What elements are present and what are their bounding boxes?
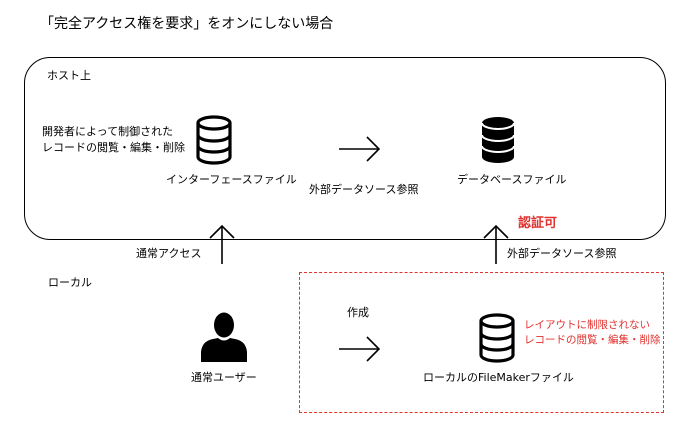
- host-description: 開発者によって制御された レコードの閲覧・編集・削除: [42, 125, 185, 154]
- database-outline-icon: [479, 313, 515, 363]
- auth-badge: 認証可: [518, 216, 558, 231]
- database-outline-icon: [196, 115, 232, 165]
- create-label: 作成: [347, 306, 369, 319]
- user-silhouette-icon: [201, 312, 247, 362]
- arrow-right-icon: [339, 336, 381, 362]
- arrow-up-icon: [483, 224, 509, 264]
- arrow-right-icon: [339, 136, 381, 162]
- unrestricted-access-note: レイアウトに制限されない レコードの閲覧・編集・削除: [524, 319, 661, 346]
- normal-access-label: 通常アクセス: [136, 247, 202, 260]
- host-label: ホスト上: [47, 69, 91, 82]
- external-ref-label-bottom: 外部データソース参照: [507, 247, 617, 260]
- user-label: 通常ユーザー: [191, 371, 257, 384]
- local-file-region: [299, 272, 664, 413]
- database-filled-icon: [481, 117, 515, 163]
- database-file-label: データベースファイル: [457, 173, 567, 186]
- host-region: [24, 57, 666, 240]
- arrow-up-icon: [209, 224, 235, 264]
- interface-file-label: インターフェースファイル: [166, 173, 297, 186]
- local-file-label: ローカルのFileMakerファイル: [423, 371, 574, 384]
- external-ref-label-host: 外部データソース参照: [309, 183, 419, 196]
- local-label: ローカル: [48, 276, 92, 289]
- page-title: 「完全アクセス権を要求」をオンにしない場合: [40, 16, 334, 32]
